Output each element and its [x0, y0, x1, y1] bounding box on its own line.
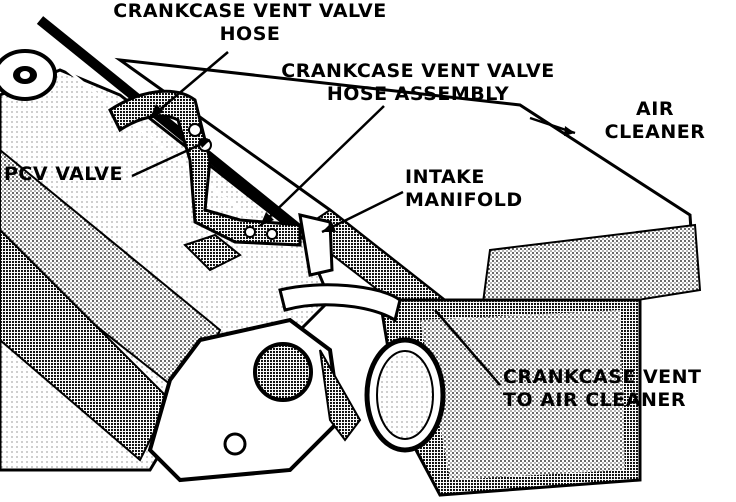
label-line: HOSE [219, 23, 281, 45]
vent-tube [278, 283, 402, 323]
label-line: MANIFOLD [405, 189, 523, 211]
valve-cover [0, 16, 332, 472]
label-line: CRANKCASE VENT VALVE [113, 0, 387, 22]
leader-intake-manifold [321, 190, 404, 234]
label-air-cleaner: AIR CLEANER [600, 98, 710, 144]
label-line: INTAKE [405, 166, 485, 188]
label-line: AIR [636, 98, 674, 120]
front-bracket [147, 317, 362, 483]
label-crankcase-vent-valve-hose-assembly: CRANKCASE VENT VALVE HOSE ASSEMBLY [268, 60, 568, 106]
label-intake-manifold: INTAKE MANIFOLD [405, 166, 523, 212]
vent-tube-ring [364, 337, 446, 453]
label-line: TO AIR CLEANER [503, 389, 686, 411]
leader-hose-assembly [259, 105, 385, 227]
leader-pcv-valve [131, 138, 211, 178]
label-line: CRANKCASE VENT VALVE [281, 60, 555, 82]
leader-vent-valve-hose [149, 51, 229, 119]
label-line: CLEANER [604, 121, 706, 143]
leader-lines [131, 51, 576, 386]
label-line: PCV VALVE [4, 163, 123, 185]
oil-filler-cap [0, 49, 57, 101]
label-pcv-valve: PCV VALVE [4, 163, 123, 186]
label-crankcase-vent-valve-hose: CRANKCASE VENT VALVE HOSE [100, 0, 400, 46]
leader-arrowheads [150, 104, 575, 232]
label-line: HOSE ASSEMBLY [326, 83, 510, 105]
label-crankcase-vent-to-air-cleaner: CRANKCASE VENT TO AIR CLEANER [503, 366, 702, 412]
label-line: CRANKCASE VENT [503, 366, 702, 388]
leader-vent-to-air-cleaner [434, 309, 501, 386]
